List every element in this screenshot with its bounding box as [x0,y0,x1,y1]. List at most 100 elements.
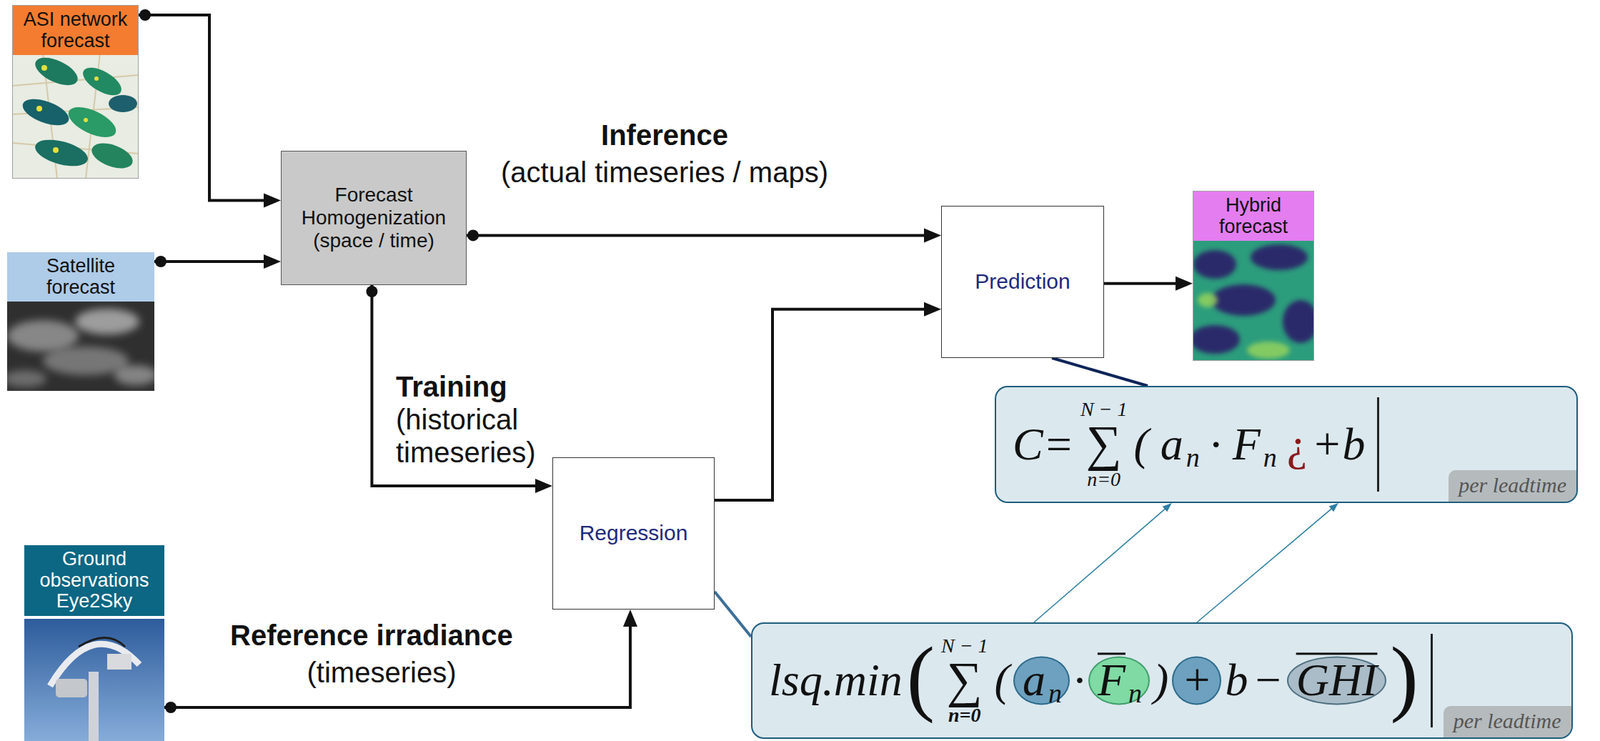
start-dot [139,9,151,21]
bright-patch [1246,341,1290,359]
formula-row: C=N − 1∑n=0(an·Fn¿+b [1010,398,1368,491]
cloud-shadow [108,95,138,113]
forecast-card: ASI network forecast [12,5,139,179]
highlight-oval: Fn [1088,656,1150,706]
note-label: (timeseries) [307,656,457,689]
formula-term: C= [1012,421,1075,468]
connector-line [1104,282,1180,286]
start-dot [155,255,167,268]
sensor-head [107,653,132,670]
cloud-shadow [32,135,91,172]
asi-map [12,52,139,179]
note-label: (historical timeseries) [395,403,546,469]
sum-limit: N − 1 [1080,398,1128,421]
formula-term: · [1073,658,1085,704]
cloud [7,320,79,352]
box-label: Forecast Homogenization (space / time) [290,183,458,253]
satellite-image [7,297,155,391]
cursor-bar [1430,633,1433,728]
formula-term: ) [1153,658,1169,704]
sum-stack: N − 1∑n=0 [941,634,989,727]
formula-term: F [1097,658,1126,704]
formula-term: ) [1389,635,1418,721]
process-box: Regression [552,457,715,610]
card-header: Ground observations Eye2Sky [24,545,165,616]
arrowhead [623,609,638,627]
subscript: n [1048,680,1062,708]
box-label: Prediction [974,269,1070,295]
formula-term: a [1160,421,1184,468]
connector [714,302,942,501]
connector [154,254,281,269]
bright-spot [36,105,43,112]
formula-term: GHI [1296,658,1378,704]
cloud [42,346,129,376]
leadtime-tab: per leadtime [1448,470,1577,502]
start-dot [467,229,479,241]
card-header: Satellite forecast [7,252,155,302]
bright-spot [83,117,88,123]
sum-limit: n=0 [1086,468,1121,491]
arrowhead [923,302,942,317]
arrowhead [1175,276,1193,291]
connector [714,591,752,637]
box-label: Regression [579,520,689,546]
connector [138,9,281,208]
connector [164,609,638,714]
map-roads [12,52,139,179]
process-box: Prediction [941,205,1105,359]
subscript: n [1263,443,1277,471]
cloud-shadow [1282,300,1315,344]
bright-spot [94,76,99,81]
highlight-oval: an [1013,656,1070,706]
connector-line [714,309,928,501]
arrowhead [923,227,942,243]
mast [88,671,99,741]
cloud-shadow [1250,244,1308,271]
tab-label: per leadtime [1453,708,1562,733]
connector-line [1196,508,1333,623]
formula-term: F [1232,421,1261,468]
connector-line [1034,508,1167,623]
connector-line [154,260,268,263]
cloud-shadow [19,93,73,131]
connector [1034,503,1172,623]
arrowhead [263,193,281,208]
edge-label: Inference [600,118,729,152]
start-dot [165,701,177,714]
note-label: (actual timeseries / maps) [500,155,829,189]
cloud-shadow [1192,325,1240,354]
formula-term: ¿ [1287,421,1308,468]
formula-term: +b [1311,421,1365,468]
formula-term: a [1022,658,1046,704]
map-ground [12,52,139,179]
arrowhead [1329,503,1339,512]
formula-term: lsq.min [768,658,903,704]
highlight-oval: GHI [1287,656,1388,706]
formula-term: b [1224,658,1248,704]
bright-patch [1197,292,1218,308]
sensor-body [55,678,88,698]
term-group: an [1152,421,1207,468]
card-header: ASI network forecast [12,5,138,56]
subscript: n [1128,680,1142,708]
cloud [75,308,140,335]
leadtime-tab: per leadtime [1443,706,1572,738]
edge-label: Reference irradiance [230,618,514,652]
formula-term: ( [906,635,935,721]
arrowhead [1162,503,1172,512]
sum-limit: N − 1 [941,634,989,657]
connector [1104,276,1193,291]
bright-spot [41,65,48,71]
connector-line [138,15,268,201]
connector [1051,358,1148,386]
connector [466,227,942,243]
formula-term: · [1209,421,1222,468]
cable [78,638,126,648]
formula-box: lsq.min(N − 1∑n=0(an·Fn)+b−GHI)per leadt… [751,622,1573,739]
process-box: Forecast Homogenization (space / time) [280,150,467,286]
formula-term: + [1181,658,1212,704]
cloud [114,365,155,386]
sum-symbol: ∑ [1086,420,1122,469]
